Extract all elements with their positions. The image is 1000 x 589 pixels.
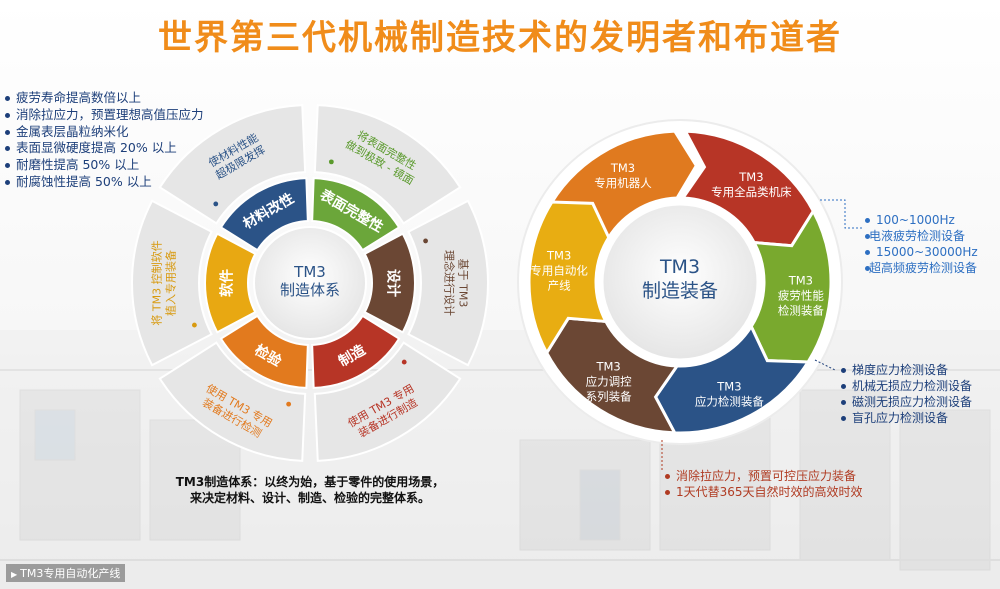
phase-segment: [363, 232, 416, 334]
list-item: 机械无损应力检测设备: [840, 378, 972, 394]
list-item: 表面显微硬度提高 20% 以上: [4, 140, 204, 157]
center-hub: [253, 226, 367, 340]
fatigue-equipment-list: 100~1000Hz 电液疲劳检测设备 15000~30000Hz 超高频疲劳检…: [864, 212, 978, 276]
list-item: 消除拉应力，预置可控压应力装备: [664, 468, 863, 484]
arrow-dot-icon: [286, 401, 292, 407]
list-item: 15000~30000Hz: [864, 244, 978, 260]
outer-segment: [313, 341, 462, 462]
list-item: 超高频疲劳检测设备: [864, 260, 978, 276]
play-triangle-icon: ▶: [11, 570, 18, 579]
stress-detection-list: 梯度应力检测设备 机械无损应力检测设备 磁测无损应力检测设备 盲孔应力检测设备: [840, 362, 972, 426]
production-line-label: ▶TM3专用自动化产线: [6, 564, 126, 582]
equipment-segment: [527, 200, 611, 356]
list-item: 疲劳寿命提高数倍以上: [4, 90, 204, 107]
list-item: 梯度应力检测设备: [840, 362, 972, 378]
phase-description: 基于 TM3理念进行设计: [443, 250, 470, 316]
phase-segment: [311, 177, 401, 252]
list-item: 磁测无损应力检测设备: [840, 394, 972, 410]
outer-segment: [158, 341, 307, 462]
outer-segment: [131, 199, 213, 367]
outer-segment: [407, 199, 489, 367]
system-caption: TM3制造体系：以终为始，基于零件的使用场景， 来决定材料、设计、制造、检验的完…: [150, 474, 470, 506]
list-item: 1天代替365天自然时效的高效时效: [664, 484, 863, 500]
page-title: 世界第三代机械制造技术的发明者和布道者: [158, 18, 842, 58]
list-item: 消除拉应力，预置理想高值压应力: [4, 107, 204, 124]
phase-segment: [219, 314, 309, 389]
caption-line: TM3制造体系：以终为始，基于零件的使用场景，: [175, 475, 445, 489]
phase-segment: [311, 314, 401, 389]
arrow-dot-icon: [192, 322, 197, 328]
phase-description: 将 TM3 控制软件植入专用装备: [150, 240, 178, 325]
footer-text: TM3专用自动化产线: [20, 567, 121, 580]
list-item: 电液疲劳检测设备: [864, 228, 978, 244]
stress-control-list: 消除拉应力，预置可控压应力装备 1天代替365天自然时效的高效时效: [664, 468, 863, 500]
list-item: 盲孔应力检测设备: [840, 410, 972, 426]
left-benefit-list: 疲劳寿命提高数倍以上 消除拉应力，预置理想高值压应力 金属表层晶粒纳米化 表面显…: [4, 90, 204, 191]
list-item: 100~1000Hz: [864, 212, 978, 228]
phase-segment: [204, 232, 257, 334]
phase-segment: [219, 177, 309, 252]
equipment-segment: [544, 129, 699, 246]
caption-line: 来决定材料、设计、制造、检验的完整体系。: [189, 491, 430, 505]
list-item: 耐磨性提高 50% 以上: [4, 157, 204, 174]
arrow-dot-icon: [401, 359, 407, 365]
outer-segment: [313, 104, 462, 225]
list-item: 金属表层晶粒纳米化: [4, 124, 204, 141]
leader-line: [820, 199, 862, 229]
outer-segment: [158, 104, 307, 225]
list-item: 耐腐蚀性提高 50% 以上: [4, 174, 204, 191]
arrow-dot-icon: [213, 201, 219, 207]
arrow-dot-icon: [423, 238, 428, 244]
center-hub: [600, 202, 760, 362]
phase-label: 软件: [219, 269, 236, 297]
phase-label: 设计: [385, 269, 402, 297]
arrow-dot-icon: [328, 159, 334, 165]
